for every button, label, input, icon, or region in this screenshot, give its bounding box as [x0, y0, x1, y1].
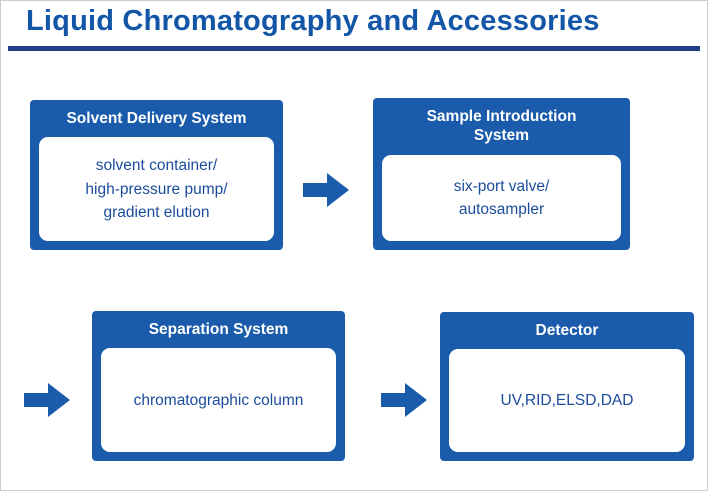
solvent-delivery-box: Solvent Delivery System solvent containe… [30, 100, 283, 250]
flow-arrow-icon [24, 383, 70, 417]
detector-body: UV,RID,ELSD,DAD [449, 349, 685, 452]
sample-introduction-body: six-port valve/ autosampler [382, 154, 621, 241]
flow-arrow-icon [381, 383, 427, 417]
flow-arrow-icon [303, 173, 349, 207]
detector-header: Detector [535, 322, 599, 339]
sample-introduction-box: Sample Introduction System six-port valv… [373, 98, 630, 250]
detector-box: Detector UV,RID,ELSD,DAD [440, 312, 694, 461]
solvent-delivery-body: solvent container/ high-pressure pump/ g… [39, 137, 274, 241]
flow-arrow-shape [381, 383, 427, 417]
flow-arrow-shape [303, 173, 349, 207]
sample-introduction-header: Sample Introduction System [426, 108, 577, 145]
separation-system-box: Separation System chromatographic column [92, 311, 345, 461]
title-underline [8, 46, 700, 51]
page-title: Liquid Chromatography and Accessories [26, 5, 600, 37]
separation-system-header: Separation System [148, 321, 289, 338]
flow-arrow-shape [24, 383, 70, 417]
solvent-delivery-header: Solvent Delivery System [66, 110, 247, 127]
separation-system-body: chromatographic column [101, 348, 336, 452]
